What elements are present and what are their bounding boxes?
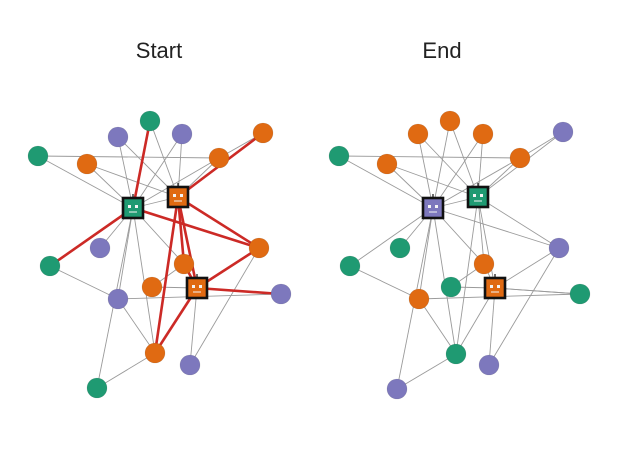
end-edge-n13-n15 (418, 298, 457, 355)
start-edge-n5-b1 (37, 155, 134, 209)
end-node-n7 (376, 153, 398, 175)
start-edge-n10-n13 (49, 265, 119, 300)
end-edge-n13-b1 (418, 207, 434, 300)
start-node-n17 (86, 377, 108, 399)
start-node-n11 (173, 253, 195, 275)
start-edge-n10-b1 (49, 206, 134, 268)
start-edge-b2-b3 (176, 196, 199, 289)
start-node-n14 (270, 283, 292, 305)
end-node-n4 (552, 121, 574, 143)
start-bot-node-b2 (166, 183, 190, 209)
end-node-n1 (439, 110, 461, 132)
end-node-n3 (472, 123, 494, 145)
start-node-n12 (141, 276, 163, 298)
end-edge-n15-n17 (396, 353, 457, 390)
end-edge-n15-b2 (455, 196, 479, 355)
end-edge-n5-b1 (338, 155, 434, 209)
end-edge-n10-b1 (349, 207, 434, 267)
end-node-n14 (569, 283, 591, 305)
end-edge-n2-b1 (417, 133, 434, 209)
start-panel-title: Start (135, 38, 183, 63)
start-edge-n15-n17 (96, 352, 156, 389)
end-node-n12 (440, 276, 462, 298)
end-bot-node-b2 (466, 183, 490, 209)
start-node-n8 (89, 237, 111, 259)
end-node-n13 (408, 288, 430, 310)
start-edge-n9-b2 (177, 195, 260, 250)
start-node-n10 (39, 255, 61, 277)
end-node-n17 (386, 378, 408, 400)
start-edge-n15-b1 (132, 207, 156, 354)
start-bot-node-b1 (121, 194, 145, 220)
start-node-n1 (139, 110, 161, 132)
start-node-n7 (76, 153, 98, 175)
start-edge-n13-b1 (117, 207, 134, 300)
start-edge-n16-b3 (189, 287, 198, 366)
end-edge-n10-n13 (349, 265, 420, 300)
end-node-n2 (407, 123, 429, 145)
start-node-n9 (248, 237, 270, 259)
start-edge-n6-b1 (132, 157, 220, 209)
end-node-n9 (548, 237, 570, 259)
end-node-n15 (445, 343, 467, 365)
end-node-n11 (473, 253, 495, 275)
start-edge-n7-b2 (86, 163, 179, 198)
start-node-n16 (179, 354, 201, 376)
end-edge-n1-b1 (432, 120, 451, 209)
start-edge-n13-n15 (117, 298, 156, 354)
start-edge-n14-b3 (196, 286, 282, 296)
end-panel-title: End (422, 38, 462, 63)
start-edge-n15-b2 (153, 196, 180, 354)
end-edge-n16-b3 (488, 287, 496, 366)
start-node-n15 (144, 342, 166, 364)
end-edge-n9-b2 (477, 196, 560, 249)
start-edge-n1-b1 (131, 120, 152, 209)
end-bot-node-b1 (421, 194, 445, 220)
end-edge-n9-n16 (488, 247, 560, 366)
start-edge-n2-b1 (117, 136, 134, 209)
start-node-n6 (208, 147, 230, 169)
start-edge-n9-n16 (189, 247, 260, 366)
end-bot-node-b3 (483, 274, 507, 300)
start-node-n13 (107, 288, 129, 310)
start-node-n3 (171, 123, 193, 145)
start-edge-n9-b1 (132, 206, 260, 250)
end-network-graph (328, 110, 591, 400)
end-edge-n14-b3 (494, 287, 581, 295)
end-edge-n9-b1 (432, 207, 560, 249)
end-node-n16 (478, 354, 500, 376)
start-node-n2 (107, 126, 129, 148)
end-node-n5 (328, 145, 350, 167)
end-node-n10 (339, 255, 361, 277)
start-bot-node-b3 (185, 274, 209, 300)
start-edge-n5-n6 (37, 155, 220, 159)
end-edge-b2-b3 (477, 196, 496, 289)
end-edge-n7-b2 (386, 163, 479, 198)
end-node-n6 (509, 147, 531, 169)
start-node-n4 (252, 122, 274, 144)
start-network-graph (27, 110, 292, 399)
end-edge-n5-n6 (338, 155, 521, 159)
start-edge-n3-b1 (132, 133, 183, 209)
end-node-n8 (389, 237, 411, 259)
end-edge-n3-b1 (432, 133, 484, 209)
end-edge-n6-b1 (432, 157, 521, 209)
start-node-n5 (27, 145, 49, 167)
